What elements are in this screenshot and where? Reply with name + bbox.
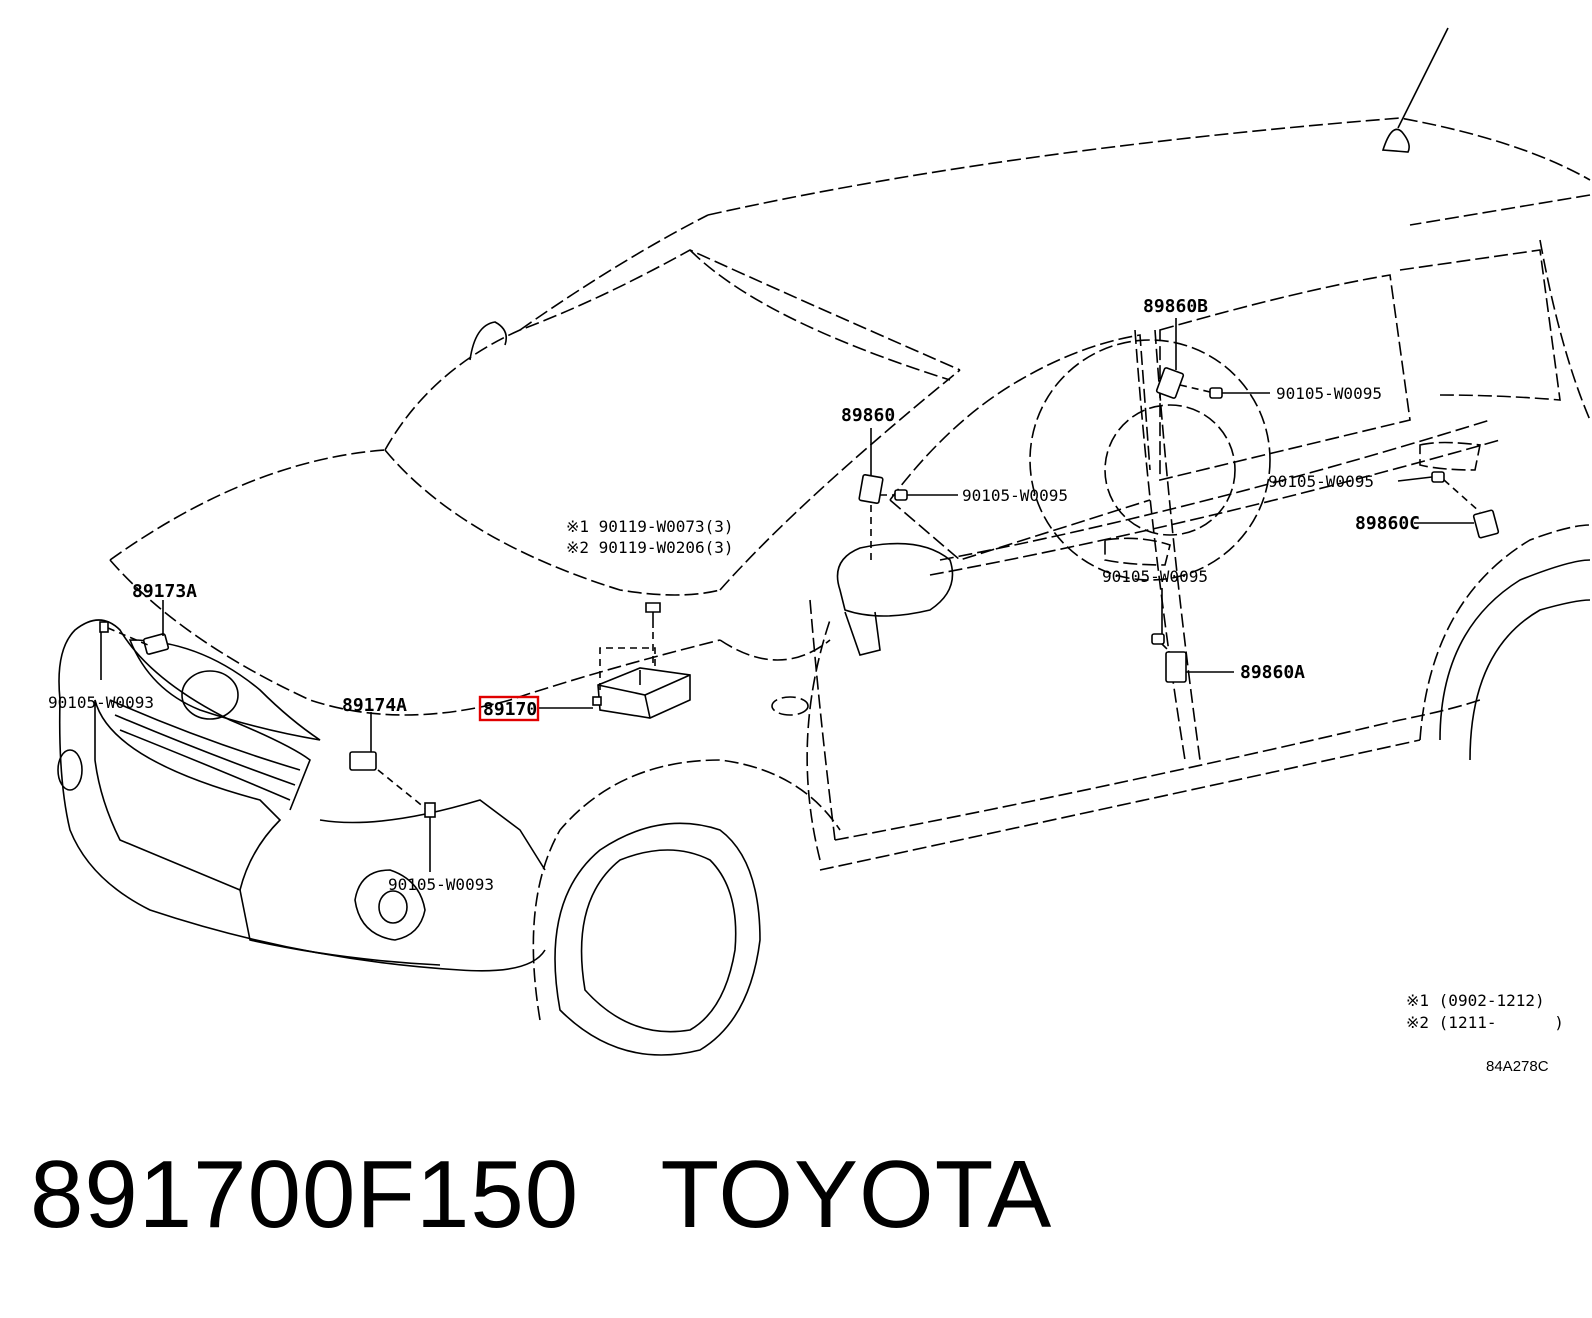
label-90105-w0093-bottom[interactable]: 90105-W0093 [388,875,494,894]
bolt-90105-w0093-bottom [424,802,436,818]
airbag-sensor-diagram: 89173A 90105-W0093 89174A 89170 90105-W0… [48,27,1591,1075]
bolt-90105-w0095-d [1151,633,1165,645]
sensor-89860 [858,473,884,505]
sensor-89174A [349,751,377,771]
note-2: ※2 (1211- ) [1406,1013,1564,1032]
notes: ※1 (0902-1212) ※2 (1211- ) 84A278C [1406,991,1564,1075]
label-89860A[interactable]: 89860A [1240,662,1305,683]
part-caption: 891700F150 TOYOTA [30,1140,1052,1250]
vehicle-outline [57,27,1591,1056]
note-1: ※1 (0902-1212) [1406,991,1545,1010]
bolt-90105-w0093-left [99,621,109,633]
label-90105-w0095-a[interactable]: 90105-W0095 [962,486,1068,505]
label-bolt-90119-w0073[interactable]: ※1 90119-W0073(3) [566,517,734,536]
bolt-90119 [645,602,661,613]
label-90105-w0093-left[interactable]: 90105-W0093 [48,693,154,712]
leader-lines [100,318,1481,872]
label-89170[interactable]: 89170 [483,699,537,720]
sensor-89860C [1472,509,1500,539]
label-90105-w0095-d[interactable]: 90105-W0095 [1102,567,1208,586]
label-90105-w0095-c[interactable]: 90105-W0095 [1268,472,1374,491]
caption-spacer [579,1141,660,1248]
bolt-90105-w0095-b [1209,387,1223,399]
label-89860C[interactable]: 89860C [1355,513,1420,534]
parts [99,367,1500,818]
sensor-89860A [1165,651,1187,683]
brand-name: TOYOTA [660,1141,1053,1248]
airbag-ecu-89170 [592,667,691,719]
highlight-box-89170 [478,695,540,722]
diagram-code: 84A278C [1486,1058,1549,1075]
bolt-90105-w0095-a [894,489,908,501]
label-89860[interactable]: 89860 [841,405,895,426]
sensor-89860B [1155,367,1185,399]
label-89174A[interactable]: 89174A [342,695,407,716]
label-bolt-90119-w0206[interactable]: ※2 90119-W0206(3) [566,538,734,557]
part-number: 891700F150 [30,1141,580,1248]
label-89173A[interactable]: 89173A [132,581,197,602]
label-89860B[interactable]: 89860B [1143,296,1208,317]
sensor-89173A [142,633,170,655]
bolt-90105-w0095-c [1431,471,1445,483]
label-90105-w0095-b[interactable]: 90105-W0095 [1276,384,1382,403]
callouts: 89173A 90105-W0093 89174A 89170 90105-W0… [48,296,1420,894]
